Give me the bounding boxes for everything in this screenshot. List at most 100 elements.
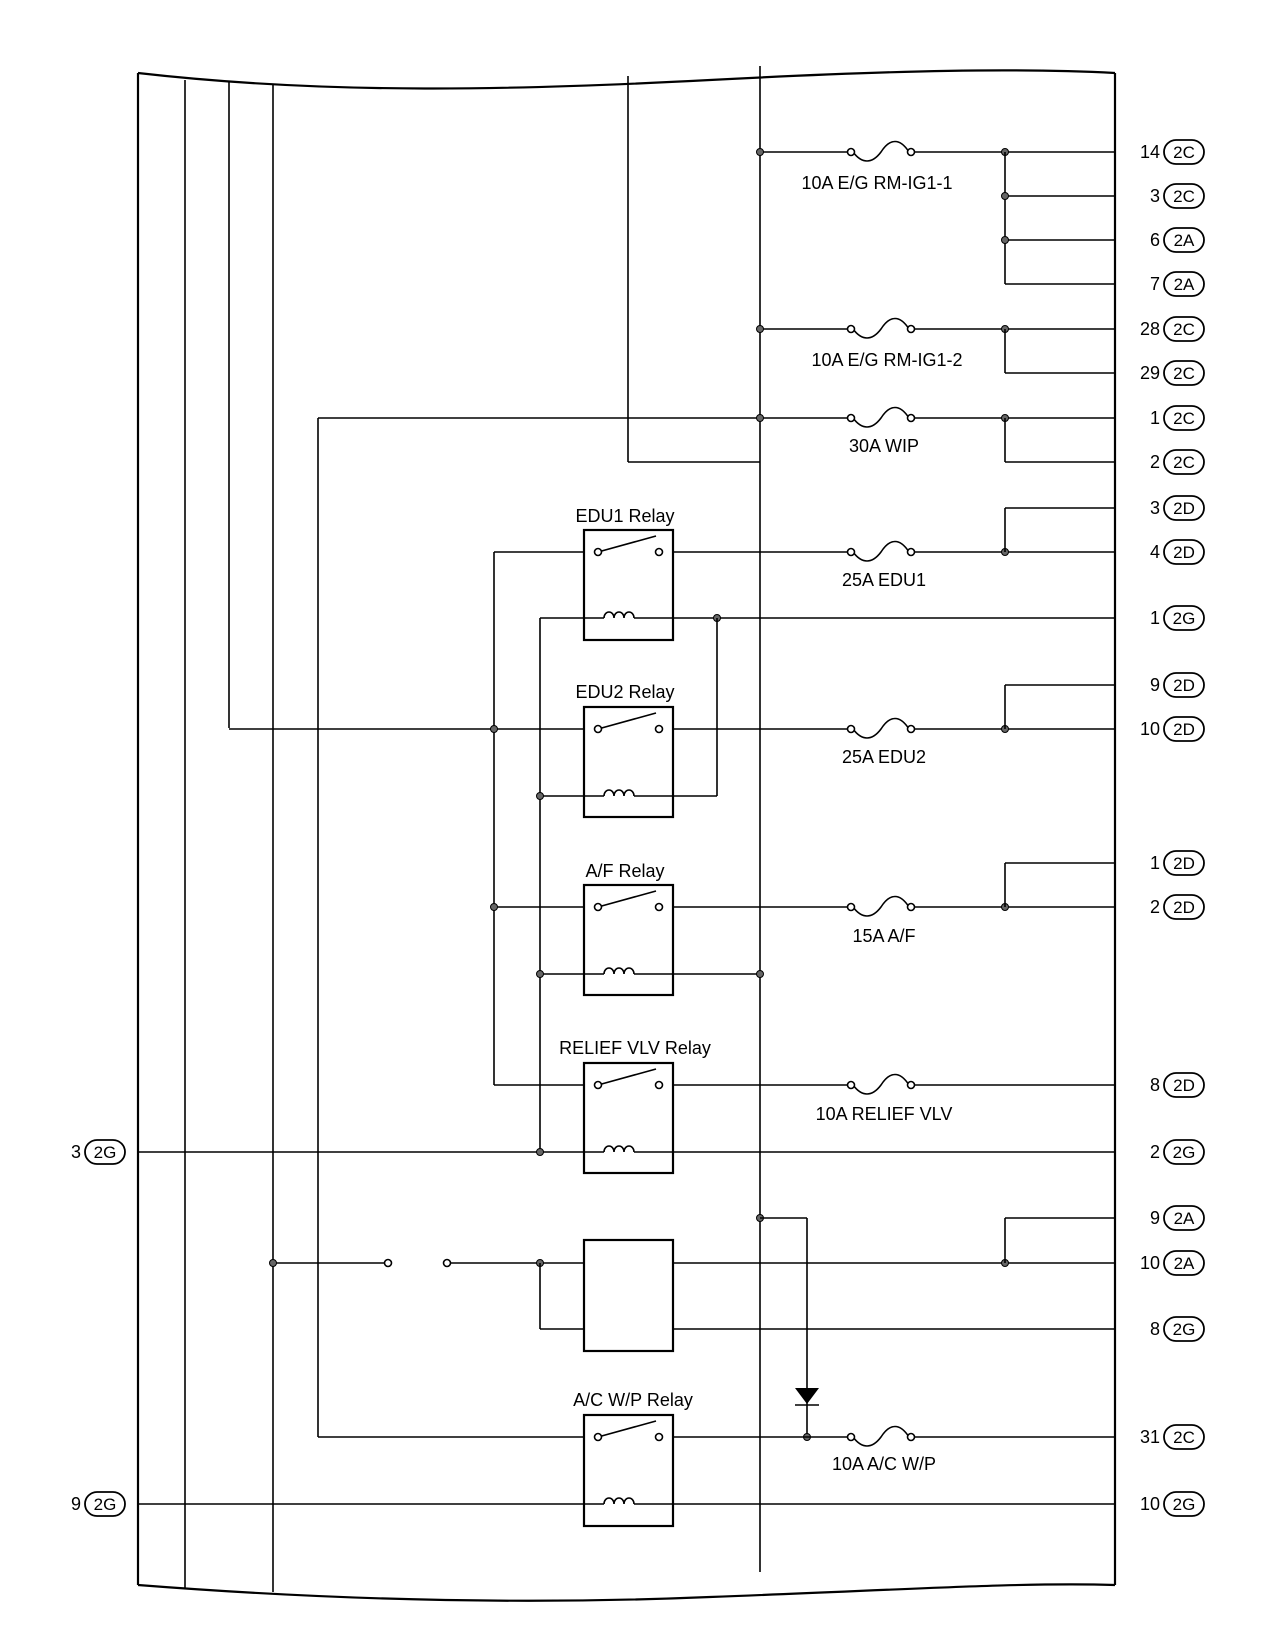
connector-oval [1163,1072,1205,1098]
terminal-pin-number: 1 [1150,608,1160,628]
connector-oval [84,1491,126,1517]
connector-id: 2G [94,1143,117,1162]
connector-oval [1163,1250,1205,1276]
terminal: 31 2C [1140,1424,1205,1450]
fuse-label-edu1: 25A EDU1 [842,570,926,590]
fuse-label-af: 15A A/F [852,926,915,946]
terminal-pin-number: 7 [1150,274,1160,294]
connector-oval [1163,1139,1205,1165]
connector-oval [84,1139,126,1165]
left-bus-lines [184,80,319,1592]
connector-id: 2C [1173,320,1195,339]
relay-label-relief: RELIEF VLV Relay [559,1038,711,1058]
relay-label-acwp: A/C W/P Relay [573,1390,693,1410]
terminal: 7 2A [1150,271,1205,297]
ac-wp-relay: A/C W/P Relay [573,1390,693,1528]
connector-id: 2C [1173,143,1195,162]
connector-oval [1163,183,1205,209]
relay-label-af: A/F Relay [585,861,664,881]
terminal-pin-number: 28 [1140,319,1160,339]
terminal-pin-number: 2 [1150,1142,1160,1162]
connector-oval [1163,316,1205,342]
terminal-pin-number: 10 [1140,1494,1160,1514]
connector-id: 2G [1173,609,1196,628]
terminal-pin-number: 31 [1140,1427,1160,1447]
ac-wp-wiring: 10A A/C W/P [138,1425,1115,1505]
diode-branch [756,1214,819,1441]
terminal-pin-number: 9 [1150,1208,1160,1228]
connector-id: 2G [1173,1143,1196,1162]
connector-oval [1163,605,1205,631]
fuse-label-rm-ig1-2: 10A E/G RM-IG1-2 [811,350,962,370]
terminal-pin-number: 3 [1150,186,1160,206]
connector-id: 2D [1173,854,1195,873]
connector-oval [1163,894,1205,920]
af-wiring: 15A A/F [490,862,1115,978]
terminal-pin-number: 6 [1150,230,1160,250]
connector-id: 2C [1173,453,1195,472]
connector-id: 2D [1173,499,1195,518]
relay-label-edu2: EDU2 Relay [575,682,674,702]
fuse-row-rm-ig1-1: 10A E/G RM-IG1-1 [756,140,1115,285]
terminal-pin-number: 29 [1140,363,1160,383]
connector-oval [1163,139,1205,165]
relay-label-edu1: EDU1 Relay [575,506,674,526]
connector-oval [1163,1316,1205,1342]
terminal-pin-number: 1 [1150,408,1160,428]
connector-id: 2G [1173,1320,1196,1339]
relief-vlv-relay: RELIEF VLV Relay [559,1038,711,1175]
connector-id: 2G [94,1495,117,1514]
terminal-pin-number: 14 [1140,142,1160,162]
terminal: 3 2C [1150,183,1205,209]
af-relay: A/F Relay [582,861,675,997]
junction-block-outline [136,69,1117,1602]
connector-id: 2C [1173,1428,1195,1447]
terminal: 9 2A [1150,1205,1205,1231]
terminal-pin-number: 10 [1140,1253,1160,1273]
terminal-pin-number: 1 [1150,853,1160,873]
fuse-label-relief: 10A RELIEF VLV [816,1104,953,1124]
terminal-pin-number: 8 [1150,1075,1160,1095]
fuse-label-edu2: 25A EDU2 [842,747,926,767]
fuse-row-wip: 30A WIP [318,406,1115,463]
fuse-label-wip: 30A WIP [849,436,919,456]
connector-oval [1163,271,1205,297]
connector-id: 2D [1173,720,1195,739]
connector-id: 2A [1174,1209,1195,1228]
connector-oval [1163,539,1205,565]
fuse-label-rm-ig1-1: 10A E/G RM-IG1-1 [801,173,952,193]
connector-id: 2G [1173,1495,1196,1514]
connector-id: 2C [1173,364,1195,383]
terminal: 10 2D [1140,716,1205,742]
relief-vlv-wiring: 10A RELIEF VLV [138,1073,1115,1156]
edu1-wiring: 25A EDU1 [493,507,1115,1152]
connector-oval [1163,449,1205,475]
terminal: 1 2D [1150,850,1205,876]
connector-id: 2C [1173,187,1195,206]
connector-oval [1163,672,1205,698]
terminal-pin-number: 2 [1150,897,1160,917]
fuse-row-rm-ig1-2: 10A E/G RM-IG1-2 [756,317,1115,374]
connector-id: 2A [1174,275,1195,294]
edu1-relay: EDU1 Relay [575,506,675,642]
connector-id: 2D [1173,898,1195,917]
terminal: 14 2C [1140,139,1205,165]
terminal: 10 2G [1140,1491,1205,1517]
terminal-pin-number: 2 [1150,452,1160,472]
fuse-label-acwp: 10A A/C W/P [832,1454,936,1474]
terminal-pin-number: 4 [1150,542,1160,562]
connector-oval [1163,1491,1205,1517]
terminal: 2 2G [1150,1139,1205,1165]
connector-id: 2D [1173,676,1195,695]
connector-oval [1163,1424,1205,1450]
terminal-pin-number: 10 [1140,719,1160,739]
